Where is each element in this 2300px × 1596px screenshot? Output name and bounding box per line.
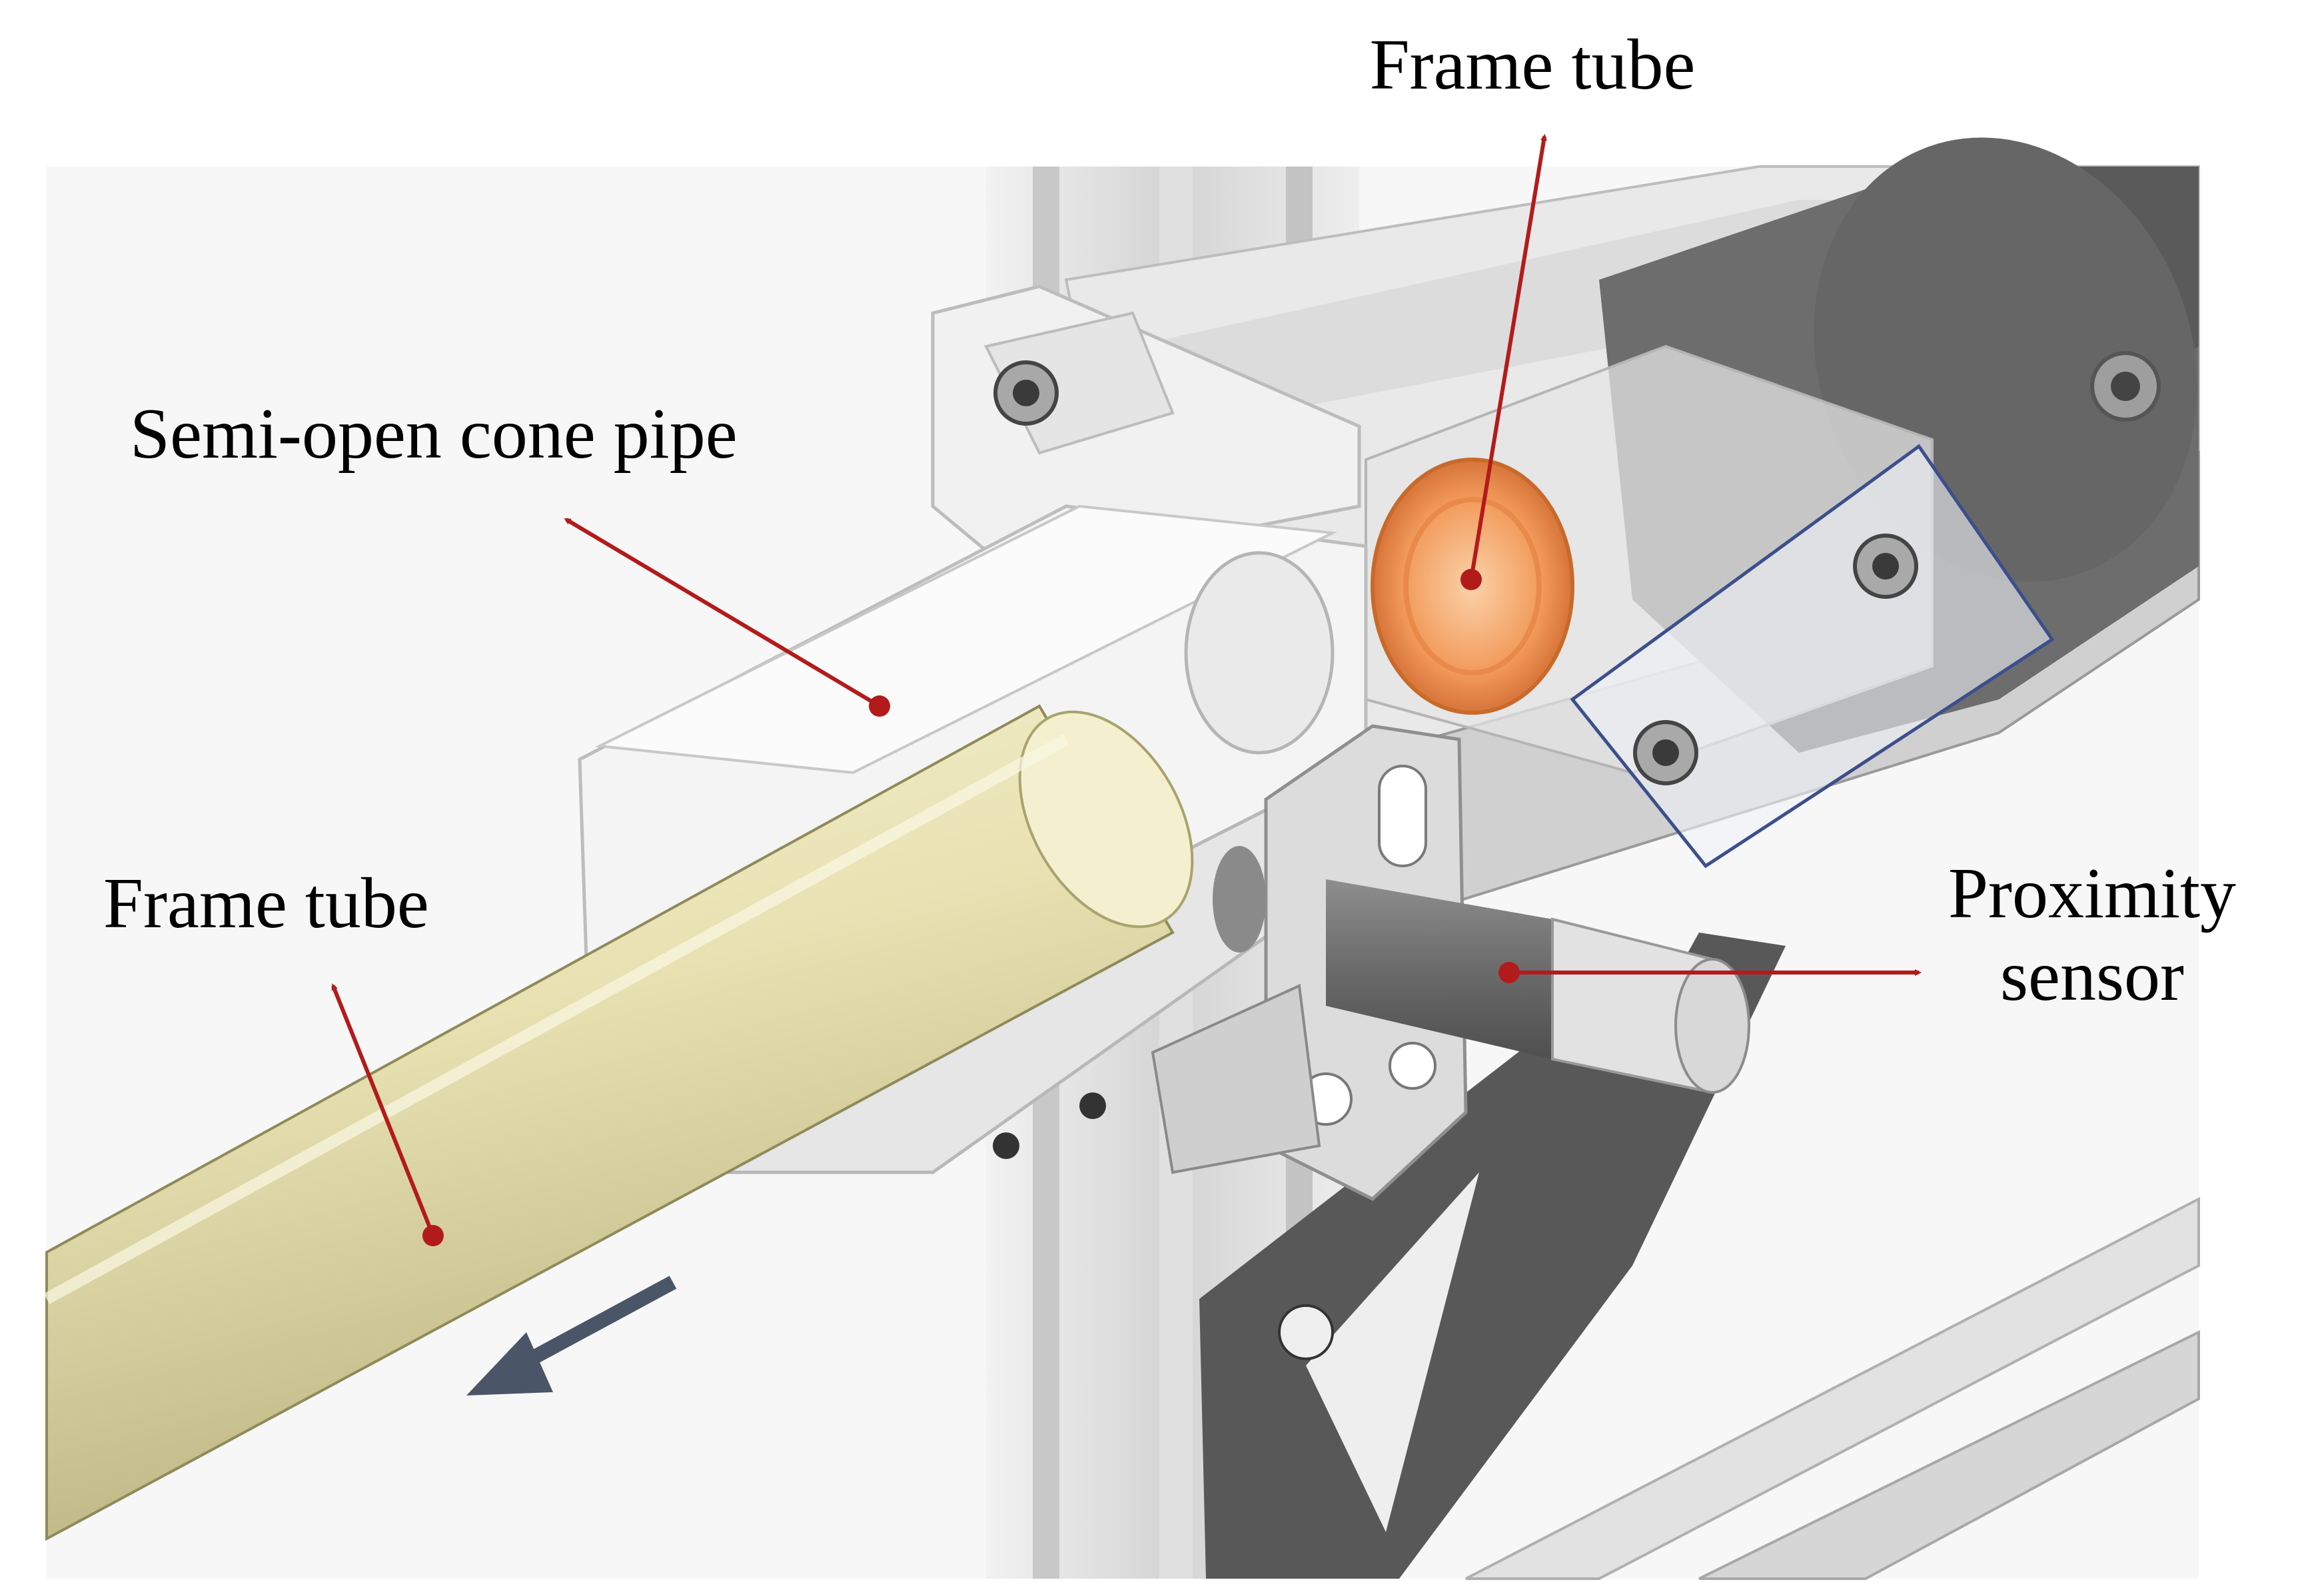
dark-bracket — [1199, 933, 1786, 1579]
label-frame-tube-top: Frame tube — [1369, 25, 1696, 105]
lower-rails — [1465, 1196, 2200, 1580]
callout-frame-tube-left — [331, 983, 435, 1237]
label-semi-open-cone-pipe: Semi-open cone pipe — [130, 394, 738, 474]
clear-plate — [1570, 444, 2055, 869]
callout-semi-open-cone-pipe — [564, 518, 881, 708]
label-proximity-line1: Proximity — [1948, 854, 2237, 933]
proximity-sensor — [1213, 846, 1750, 1094]
callout-frame-tube-top — [1469, 134, 1547, 580]
label-proximity-line2: sensor — [2000, 937, 2184, 1016]
label-frame-tube-left: Frame tube — [103, 864, 429, 943]
callout-arrows — [331, 134, 1922, 1246]
arrow-down-left-icon — [466, 1276, 677, 1396]
label-proximity-sensor: Proximity sensor — [1919, 853, 2265, 1018]
frame-tube-cylinder — [43, 704, 1194, 1541]
